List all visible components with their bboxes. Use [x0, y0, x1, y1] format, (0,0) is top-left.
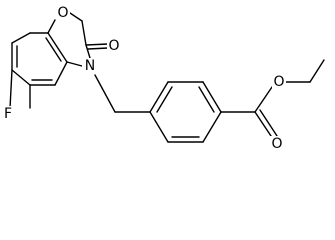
bond-c3-o-ketone-2: [87, 47, 109, 50]
bond-c4a-c8a: [47, 32, 68, 63]
bond-inner-b3-b4: [198, 86, 215, 113]
bond-c2-c3: [81, 20, 87, 46]
bond-c8a-c8: [11, 32, 31, 44]
para-benzene-ring: [149, 81, 222, 143]
bond-n-ch2: [94, 74, 116, 113]
bond-b6-b1: [149, 111, 169, 143]
bond-carbonyl-o-double-2: [259, 109, 280, 140]
bond-c6-f: [9, 69, 13, 109]
bond-c8a-o1: [47, 19, 56, 34]
atom-o-ketone: O: [108, 38, 119, 54]
bond-carbonyl-o-single: [254, 86, 273, 113]
bond-c5-c4a: [54, 61, 68, 86]
oxazinone-ring: [47, 12, 109, 67]
bond-inner-c4a-c8a: [45, 37, 62, 62]
atom-fluorine: F: [4, 106, 12, 122]
bond-inner-b1-b2: [156, 86, 173, 113]
methyl-ester-group: [220, 59, 325, 143]
bond-methyl-end: [309, 59, 325, 83]
atom-label-o-ester-carbonyl: O: [270, 136, 284, 152]
bond-n4-c4a: [66, 61, 83, 67]
atom-label-o-ring: O: [56, 5, 70, 21]
atom-label-o-ketone: O: [107, 38, 121, 54]
atom-o-ester-carbonyl: O: [271, 136, 282, 152]
bond-c3-o-ketone-1: [85, 43, 109, 46]
fused-benzene-ring: [11, 32, 68, 86]
structure-diagram: O O N F O O: [1, 5, 325, 152]
bond-c7-c6: [11, 69, 31, 86]
bond-b4-b5: [202, 111, 222, 143]
bond-c3-n4: [85, 44, 91, 59]
bond-b1-b2: [149, 81, 169, 113]
bond-o1-c2: [69, 12, 83, 22]
atom-label-o-ester-methoxy: O: [272, 74, 286, 90]
atom-n-ring: N: [85, 58, 95, 74]
bond-b3-b4: [202, 81, 222, 113]
atom-label-fluorine: F: [1, 106, 15, 122]
molecule-canvas: O O N F O O: [1, 5, 325, 152]
atom-label-n-ring: N: [82, 58, 97, 74]
atom-o-ester-methoxy: O: [273, 74, 284, 90]
atom-o-ring: O: [57, 5, 68, 21]
